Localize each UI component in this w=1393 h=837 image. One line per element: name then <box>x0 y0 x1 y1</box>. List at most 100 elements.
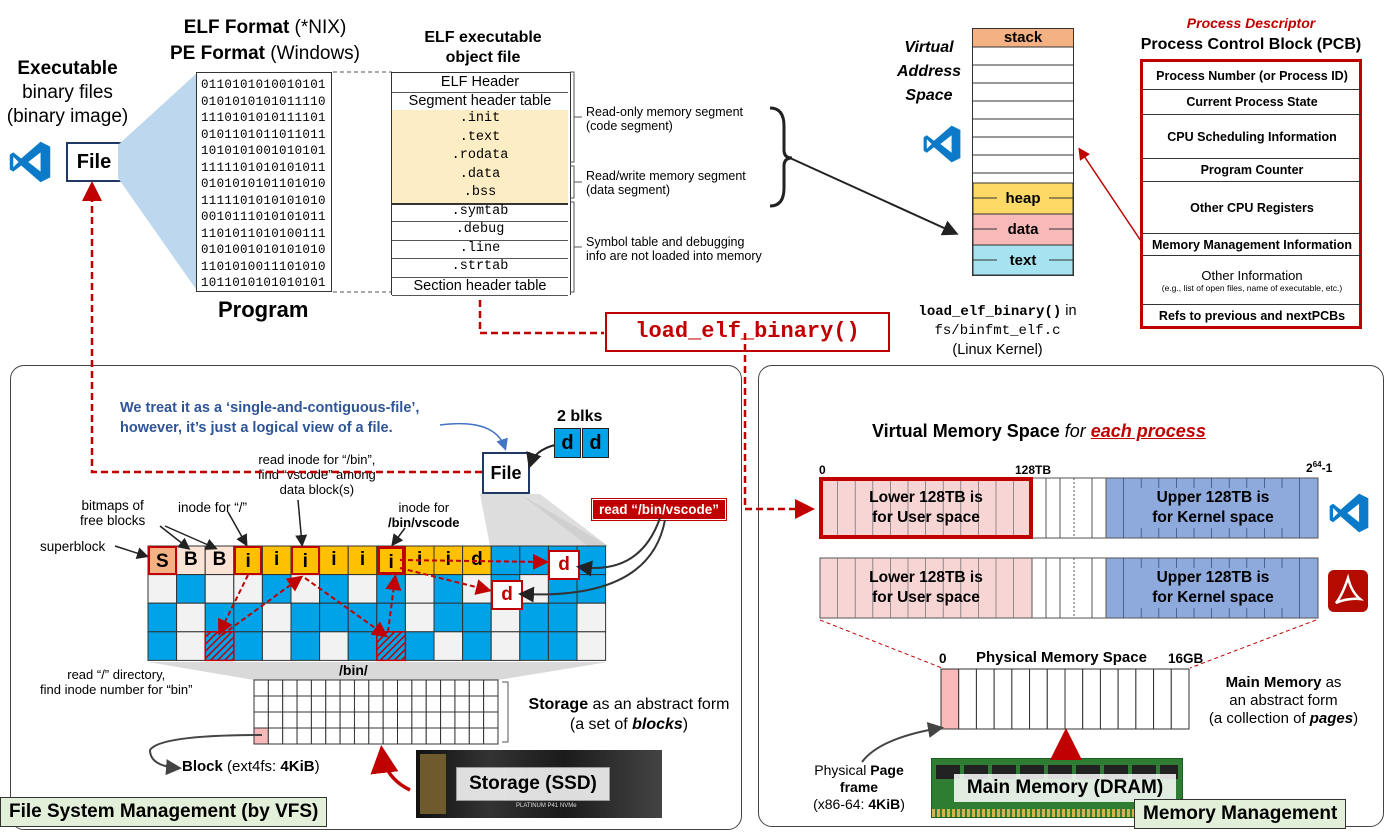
fs-block-cell <box>347 631 378 661</box>
fs-cell-label: i <box>233 546 263 575</box>
fs-block-cell <box>204 574 235 604</box>
storage-block-cell <box>483 695 499 713</box>
fs-block-cell <box>147 631 178 661</box>
storage-block-cell <box>411 727 427 745</box>
vm-128tb: 128TB <box>1015 463 1052 477</box>
fs-hatched-block <box>204 631 235 662</box>
note-readwrite: Read/write memory segment (data segment) <box>586 169 746 197</box>
storage-block-cell <box>425 727 442 745</box>
vm-title-main: Virtual Memory Space <box>872 421 1065 441</box>
storage-block-cell <box>368 695 384 713</box>
storage-block-cell <box>368 727 384 745</box>
executable-line3: (binary image) <box>6 106 129 127</box>
loader-note-func: load_elf_binary() <box>918 304 1062 320</box>
inode-vscode-line1: inode for <box>398 500 450 515</box>
storage-block-cell <box>382 679 399 697</box>
storage-block-cell <box>483 711 499 729</box>
page-frame <box>1082 668 1101 730</box>
fs-block-cell <box>290 631 321 661</box>
pdf-glyph <box>1335 573 1365 605</box>
storage-block-cell <box>339 711 355 729</box>
vm-title: Virtual Memory Space for each process <box>872 421 1206 442</box>
storage-block-cell <box>353 727 370 745</box>
page-frame <box>993 668 1013 730</box>
block-word: Block <box>182 758 223 775</box>
page-frame <box>1117 668 1137 730</box>
fs-block-cell <box>176 631 206 661</box>
storage-block-cell <box>483 679 499 697</box>
vm-zero: 0 <box>819 463 826 477</box>
fs-block-cell <box>290 574 321 604</box>
vm-top-base: 2 <box>1306 461 1313 475</box>
elf-title: ELF executable object file <box>395 28 571 68</box>
storage-block-cell <box>325 727 341 745</box>
storage-block-cell <box>267 727 284 745</box>
vscode-icon <box>9 141 51 183</box>
page-frame <box>1099 668 1119 730</box>
fs-block-cell <box>347 574 378 604</box>
bitmaps-line1: bitmaps of <box>81 498 144 513</box>
read-root-line2: find inode number for “bin” <box>40 682 193 697</box>
logical-file-box[interactable]: File <box>482 452 530 494</box>
vm-title-each: each process <box>1090 421 1206 441</box>
read-bin-line3: data block(s) <box>279 482 355 497</box>
ssd-connector <box>420 754 446 814</box>
storage-block-cell <box>325 711 341 729</box>
blks-label: 2 blks <box>557 408 603 425</box>
storage-block-cell <box>411 695 427 713</box>
storage-block-cell <box>468 711 485 729</box>
vas-column: stack heap data text <box>972 28 1074 276</box>
storage-block-cell <box>296 695 312 713</box>
elf-format-label: ELF Format <box>183 17 290 38</box>
pm-zero: 0 <box>939 651 947 666</box>
fs-block-cell <box>261 574 292 604</box>
storage-block-cell <box>267 711 284 729</box>
storage-block-cell <box>282 727 298 745</box>
fs-block-cell <box>176 602 206 633</box>
pe-format-label: PE Format <box>169 43 265 64</box>
fs-block-cell <box>462 602 492 633</box>
mm-tag: Memory Management <box>1134 799 1347 829</box>
binary-line: 1111101010101011 <box>201 160 326 175</box>
vm-bars <box>819 477 1319 619</box>
fs-cell-label: i <box>359 549 366 570</box>
binary-line: 0101010101011110 <box>201 94 326 109</box>
main-memory-collection: (a collection of <box>1208 710 1310 727</box>
vm-title-for: for <box>1064 421 1091 441</box>
storage-close: ) <box>682 716 689 733</box>
storage-block-cell <box>483 727 499 745</box>
main-memory-pages: pages <box>1309 710 1354 727</box>
block-caption: Block (ext4fs: 4KiB) <box>182 758 320 775</box>
storage-block-cell <box>411 679 427 697</box>
inode-vscode-line2: /bin/vscode <box>388 515 460 530</box>
blk-d-1: d <box>554 428 581 458</box>
elf-format-os: (*NIX) <box>289 17 347 38</box>
pdf-icon <box>1328 570 1368 612</box>
storage-word: Storage <box>528 696 589 713</box>
page-frame <box>1046 668 1066 730</box>
storage-block-cell <box>325 679 341 697</box>
pe-format-os: (Windows) <box>265 43 361 64</box>
storage-block-cell <box>468 695 485 713</box>
pcb-refs-bold: PCBs <box>1311 308 1346 323</box>
dram-pins <box>932 809 1182 817</box>
fs-block-cell <box>433 602 464 633</box>
pcb-row-state: Current Process State <box>1143 90 1361 115</box>
storage-block-cell <box>440 711 456 729</box>
storage-block-cell <box>353 695 370 713</box>
vm2-upper-line2: for Kernel space <box>1152 589 1274 606</box>
loader-note-kernel: (Linux Kernel) <box>952 342 1043 358</box>
storage-block-cell <box>282 695 298 713</box>
file-box[interactable]: File <box>66 142 122 182</box>
fs-block-cell <box>490 631 521 661</box>
fs-block-cell <box>233 574 263 604</box>
fs-block-cell <box>576 574 607 604</box>
main-memory-caption: Main Memory as an abstract form (a colle… <box>1196 674 1371 728</box>
storage-block-cell <box>454 727 470 745</box>
storage-block-cell <box>310 695 327 713</box>
read-root-label: read “/” directory, find inode number fo… <box>40 667 192 697</box>
storage-block-cell <box>440 727 456 745</box>
fs-block-cell <box>147 574 178 604</box>
